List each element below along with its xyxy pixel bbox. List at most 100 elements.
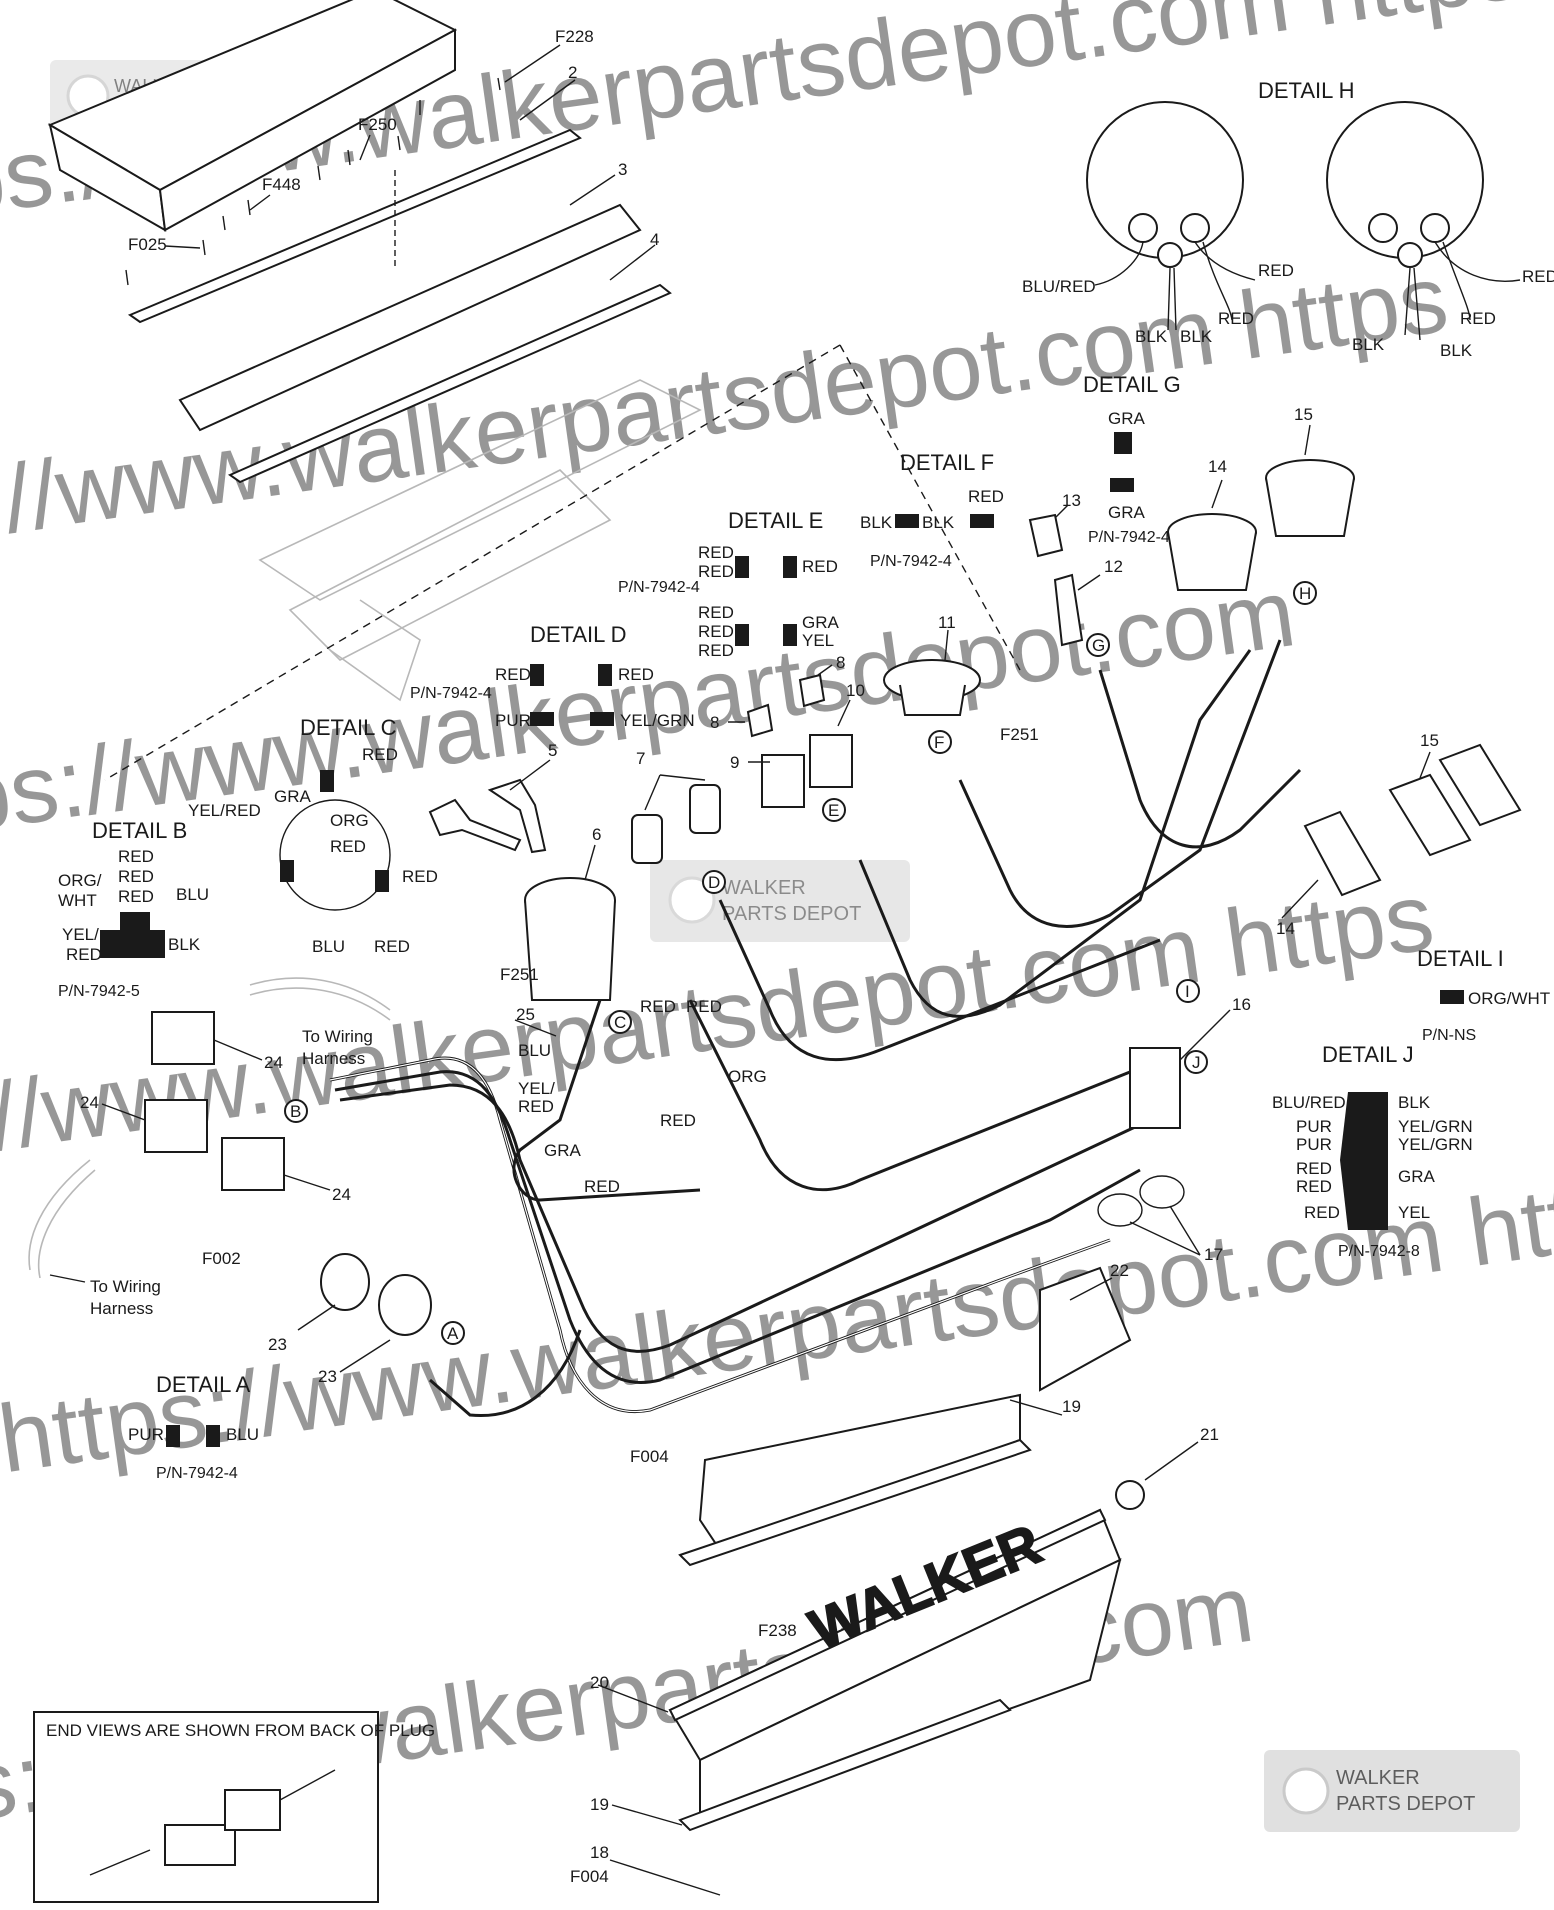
- detail-a-wire-1: PUR: [128, 1425, 164, 1444]
- detail-c-wire-6: RED: [402, 867, 438, 886]
- detail-j-left-1: BLU/RED: [1272, 1093, 1346, 1112]
- detail-c-wire-4: ORG: [330, 811, 369, 830]
- detail-h-wire-9: RED: [1522, 267, 1554, 286]
- detail-f-title: DETAIL F: [900, 450, 994, 475]
- detail-b-wire-9: BLK: [168, 935, 201, 954]
- detail-e-wire-3: RED: [802, 557, 838, 576]
- connector-b: B: [290, 1102, 301, 1121]
- label-f025: F025: [128, 235, 167, 254]
- detail-j-right-5: YEL: [1398, 1203, 1430, 1222]
- label-f228: F228: [555, 27, 594, 46]
- detail-e-wire-4: RED: [698, 603, 734, 622]
- detail-d-wire-3: PUR: [495, 711, 531, 730]
- label-20: 20: [590, 1673, 609, 1692]
- label-harness-1: Harness: [302, 1049, 365, 1068]
- detail-j-right-1: BLK: [1398, 1093, 1431, 1112]
- connector-d: D: [708, 873, 720, 892]
- detail-i-wire-1: ORG/WHT: [1468, 989, 1550, 1008]
- label-f002: F002: [202, 1249, 241, 1268]
- detail-d-wire-1: RED: [495, 665, 531, 684]
- label-9: 9: [730, 753, 739, 772]
- switch-13: [1028, 504, 1069, 558]
- watermark-logo-mid: WALKER PARTS DEPOT: [650, 860, 910, 942]
- svg-text:WALKER: WALKER: [722, 877, 806, 899]
- svg-text:RED: RED: [640, 997, 676, 1016]
- label-19-upper: 19: [1062, 1397, 1081, 1416]
- detail-d: DETAIL D RED RED P/N-7942-4 PUR YEL/GRN: [410, 622, 695, 730]
- leader-lines-top: [164, 44, 656, 281]
- connector-f: F: [934, 733, 944, 752]
- detail-h-wire-6: BLK: [1352, 335, 1385, 354]
- svg-text:WALKER: WALKER: [1336, 1767, 1420, 1789]
- detail-e-pn: P/N-7942-4: [618, 579, 700, 596]
- label-21: 21: [1200, 1425, 1219, 1444]
- detail-i: DETAIL I ORG/WHT P/N-NS: [1417, 946, 1550, 1044]
- label-harness-2: Harness: [90, 1299, 153, 1318]
- connector-h: H: [1299, 584, 1311, 603]
- svg-text:YEL/: YEL/: [518, 1079, 555, 1098]
- label-6: 6: [592, 825, 601, 844]
- detail-h-wire-2: RED: [1258, 261, 1294, 280]
- label-10: 10: [846, 681, 865, 700]
- detail-c-wire-5: RED: [330, 837, 366, 856]
- label-to-wiring-2: To Wiring: [90, 1277, 161, 1296]
- detail-j-left-2: PUR: [1296, 1117, 1332, 1136]
- bracket-19-upper: [678, 1393, 1063, 1567]
- screws-top: [125, 77, 501, 286]
- label-f251-left: F251: [500, 965, 539, 984]
- label-16: 16: [1232, 995, 1251, 1014]
- svg-text:RED: RED: [518, 1097, 554, 1116]
- detail-b: DETAIL B RED RED RED ORG/ WHT BLU YEL/ R…: [58, 818, 209, 1000]
- label-25: 25: [516, 1005, 535, 1024]
- detail-b-pn: P/N-7942-5: [58, 983, 140, 1000]
- label-15-clip: 15: [1420, 731, 1439, 750]
- detail-c-wire-8: RED: [374, 937, 410, 956]
- connector-g: G: [1092, 636, 1105, 655]
- detail-f-wire-2: BLK: [922, 513, 955, 532]
- plug-16: [1129, 1009, 1231, 1129]
- detail-a-title: DETAIL A: [156, 1372, 250, 1397]
- label-2: 2: [568, 63, 577, 82]
- detail-j-left-3: PUR: [1296, 1135, 1332, 1154]
- label-24-bottom: 24: [332, 1185, 351, 1204]
- detail-e: DETAIL E RED RED RED P/N-7942-4 RED RED …: [618, 508, 840, 660]
- label-12: 12: [1104, 557, 1123, 576]
- grommet-21: [1115, 1441, 1199, 1510]
- detail-h-wire-3: BLK: [1135, 327, 1168, 346]
- switch-12: [1053, 573, 1101, 647]
- label-3: 3: [618, 160, 627, 179]
- label-24-left: 24: [80, 1093, 99, 1112]
- label-24-top: 24: [264, 1053, 283, 1072]
- detail-c-wire-3: YEL/RED: [188, 801, 261, 820]
- dash-outline: [104, 344, 1021, 781]
- label-f004-lower: F004: [570, 1867, 609, 1886]
- detail-h-wire-5: RED: [1218, 309, 1254, 328]
- detail-c-title: DETAIL C: [300, 715, 397, 740]
- label-19-lower: 19: [590, 1795, 609, 1814]
- mounting-plate-3: [178, 203, 642, 432]
- svg-text:RED: RED: [686, 997, 722, 1016]
- relay-c-labels: RED RED BLU ORG YEL/ RED RED GRA RED: [514, 997, 767, 1196]
- detail-b-wire-4: ORG/: [58, 871, 102, 890]
- detail-b-wire-5: WHT: [58, 891, 97, 910]
- label-f004-upper: F004: [630, 1447, 669, 1466]
- detail-g-pn: P/N-7942-4: [1088, 529, 1170, 546]
- gauges: [1167, 424, 1355, 591]
- detail-j-title: DETAIL J: [1322, 1042, 1414, 1067]
- detail-g-wire-2: GRA: [1108, 503, 1146, 522]
- detail-f: DETAIL F BLK BLK RED P/N-7942-4: [860, 450, 1004, 570]
- wiring-harness-stubs: [28, 977, 391, 1283]
- detail-i-title: DETAIL I: [1417, 946, 1504, 971]
- detail-b-wire-6: BLU: [176, 885, 209, 904]
- label-11: 11: [938, 613, 956, 632]
- detail-e-wire-2: RED: [698, 562, 734, 581]
- connector-i: I: [1185, 982, 1190, 1001]
- svg-text:RED: RED: [660, 1111, 696, 1130]
- watermark-logo-bottom: WALKER PARTS DEPOT: [1264, 1750, 1520, 1832]
- keys-5: [428, 759, 551, 854]
- detail-f-wire-3: RED: [968, 487, 1004, 506]
- connector-j: J: [1192, 1053, 1201, 1072]
- cover-22: [1039, 1266, 1132, 1392]
- label-14-gauge: 14: [1208, 457, 1227, 476]
- detail-e-wire-7: GRA: [802, 613, 840, 632]
